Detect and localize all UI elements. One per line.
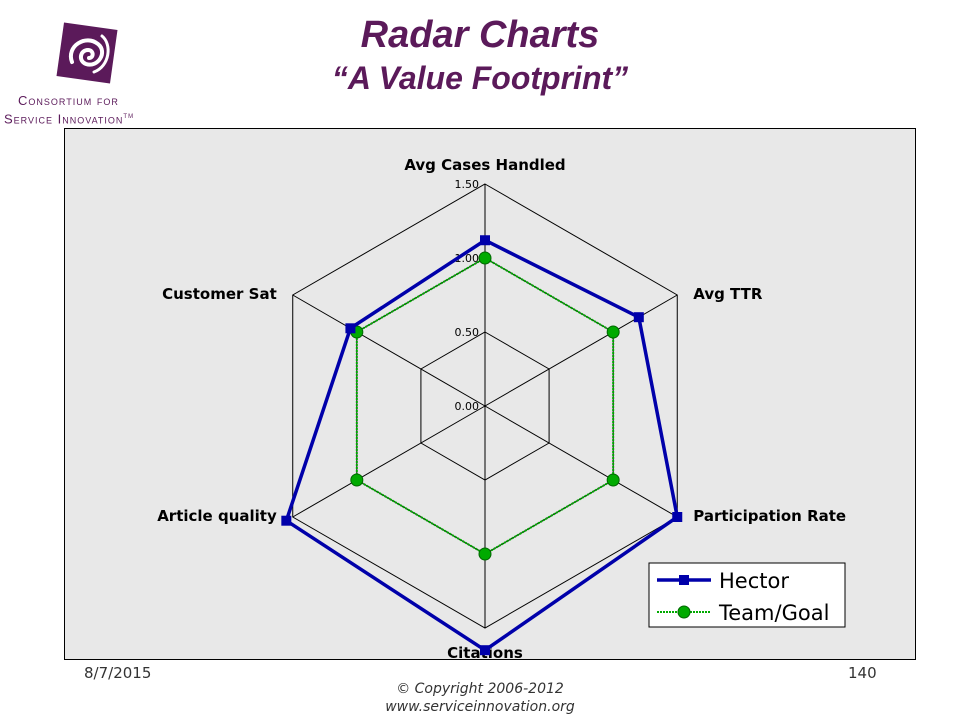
series-1-point-4	[350, 473, 364, 487]
axis-spoke-5	[292, 294, 486, 407]
title-line-1: Radar Charts	[360, 14, 600, 56]
series-1-point-2	[606, 473, 620, 487]
series-1-point-1	[606, 325, 620, 339]
series-0-point-0	[480, 235, 490, 246]
page-title: Radar Charts “A Value Footprint”	[200, 12, 760, 98]
logo-swirl-icon	[56, 22, 118, 84]
series-0-point-1	[633, 312, 644, 323]
series-line-0	[284, 238, 680, 653]
logo-trademark: TM	[123, 114, 135, 120]
series-1-point-0	[478, 251, 492, 265]
logo-line-1: Consortium for	[18, 93, 119, 108]
tick-label-3: 1.50	[455, 178, 480, 191]
axis-label-5: Customer Sat	[162, 285, 277, 303]
page-number: 140	[848, 664, 877, 682]
tick-label-1: 0.50	[455, 326, 480, 339]
series-1-point-3	[478, 547, 492, 561]
logo-line-2: Service Innovation	[4, 111, 124, 127]
axis-spoke-1	[484, 294, 678, 407]
axis-spoke-4	[292, 405, 486, 518]
axis-label-4: Article quality	[157, 507, 277, 525]
axis-label-0: Avg Cases Handled	[404, 156, 565, 174]
tick-label-0: 0.00	[455, 400, 480, 413]
website-url: www.serviceinnovation.org	[385, 699, 575, 715]
series-0-point-2	[672, 512, 683, 522]
footer-copyright: © Copyright 2006-2012 www.serviceinnovat…	[330, 680, 630, 716]
series-0-point-3	[480, 645, 490, 656]
legend-label-0: Hector	[719, 569, 789, 593]
axis-spoke-2	[484, 405, 678, 518]
axis-label-2: Participation Rate	[693, 507, 846, 525]
legend-label-1: Team/Goal	[718, 601, 829, 625]
axis-label-1: Avg TTR	[693, 285, 763, 303]
copyright-text: © Copyright 2006-2012	[396, 681, 564, 697]
series-0-point-5	[345, 323, 356, 334]
series-0-point-4	[281, 515, 292, 526]
logo-wordmark: Consortium for Service InnovationTM	[4, 92, 184, 127]
title-line-2: “A Value Footprint”	[331, 60, 629, 96]
legend-marker-1	[677, 605, 691, 619]
legend-marker-0	[679, 575, 689, 585]
footer-date: 8/7/2015	[84, 664, 152, 682]
